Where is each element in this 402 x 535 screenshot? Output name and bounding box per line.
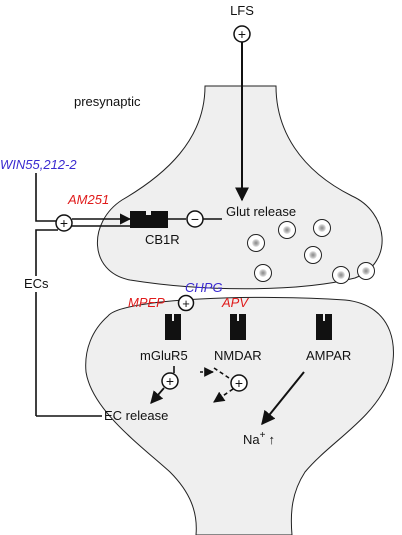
postsynaptic-terminal <box>85 296 394 535</box>
lfs-plus-node <box>233 25 251 43</box>
vesicle <box>332 266 350 284</box>
cb1r-agonist-plus-node <box>55 214 73 232</box>
ecs-label-bg <box>22 276 54 292</box>
vesicle <box>254 264 272 282</box>
lfs-label: LFS <box>230 3 254 18</box>
cb1r-agonist-plus-sign: + <box>60 215 68 231</box>
nmdar-plus-sign: + <box>235 375 243 391</box>
mglur5-label: mGluR5 <box>140 348 188 363</box>
mglur5-plus-sign: + <box>166 373 174 389</box>
nmdar-plus-node <box>230 374 248 392</box>
ecs-line <box>35 229 58 416</box>
cb1r-minus-sign: − <box>191 211 199 227</box>
presynaptic-terminal <box>97 85 383 290</box>
vesicle <box>304 246 322 264</box>
nmdar-to-ec-release-dashed-arrow <box>213 388 234 403</box>
ampar-to-na-arrow <box>261 371 305 426</box>
vesicle <box>357 262 375 280</box>
nmdar-receptor <box>230 314 246 340</box>
apv-label: APV <box>221 295 249 310</box>
lfs-plus-sign: + <box>238 26 246 42</box>
chpg-plus-node <box>177 294 195 312</box>
win-line <box>35 173 56 222</box>
vesicle <box>247 234 265 252</box>
cb1r-receptor <box>130 211 168 228</box>
ampar-receptor <box>316 314 332 340</box>
chpg-plus-sign: + <box>182 296 190 311</box>
glut-release-label: Glut release <box>226 204 296 219</box>
ampar-label: AMPAR <box>306 348 351 363</box>
na-superscript: + <box>260 430 266 441</box>
chpg-label: CHPG <box>185 280 223 295</box>
na-up-arrow: ↑ <box>268 432 275 447</box>
presynaptic-label: presynaptic <box>74 94 141 109</box>
mglur5-to-ec-release-arrow <box>150 387 165 404</box>
nmdar-label: NMDAR <box>214 348 262 363</box>
vesicle <box>313 219 331 237</box>
na-label: Na+↑ <box>243 430 275 447</box>
na-text: Na <box>243 432 260 447</box>
mglur5-receptor <box>165 314 181 340</box>
mglur5-plus-node <box>161 372 179 390</box>
ecs-label: ECs <box>24 276 49 291</box>
vesicle <box>278 221 296 239</box>
mpep-label: MPEP <box>128 295 165 310</box>
am251-label: AM251 <box>67 192 109 207</box>
cb1r-label: CB1R <box>145 232 180 247</box>
nmdar-to-plus-dashed <box>213 367 233 381</box>
cb1r-receptor-notch <box>146 211 151 215</box>
ec-release-label: EC release <box>104 408 168 423</box>
win-label: WIN55,212-2 <box>0 157 77 172</box>
